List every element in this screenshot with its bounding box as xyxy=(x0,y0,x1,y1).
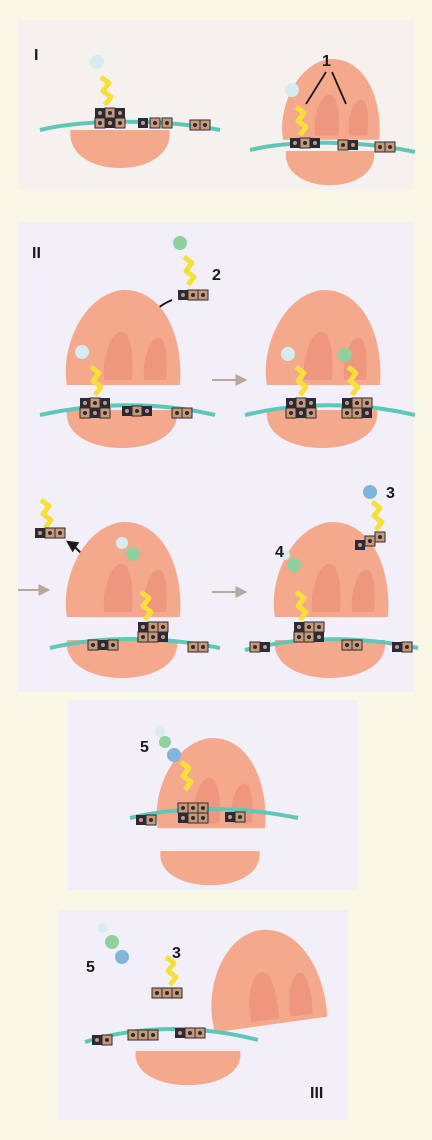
label-5-final: 5 xyxy=(86,959,95,976)
label-5: 5 xyxy=(140,739,149,756)
label-4: 4 xyxy=(275,544,284,561)
section-label-ii: II xyxy=(32,245,41,262)
panel-2-background xyxy=(18,222,414,692)
label-3: 3 xyxy=(386,485,395,502)
section-label-iii: III xyxy=(310,1085,323,1102)
section-label-i: I xyxy=(34,47,38,64)
label-2: 2 xyxy=(212,267,221,284)
label-3-final: 3 xyxy=(172,945,181,962)
label-1: 1 xyxy=(322,53,331,70)
